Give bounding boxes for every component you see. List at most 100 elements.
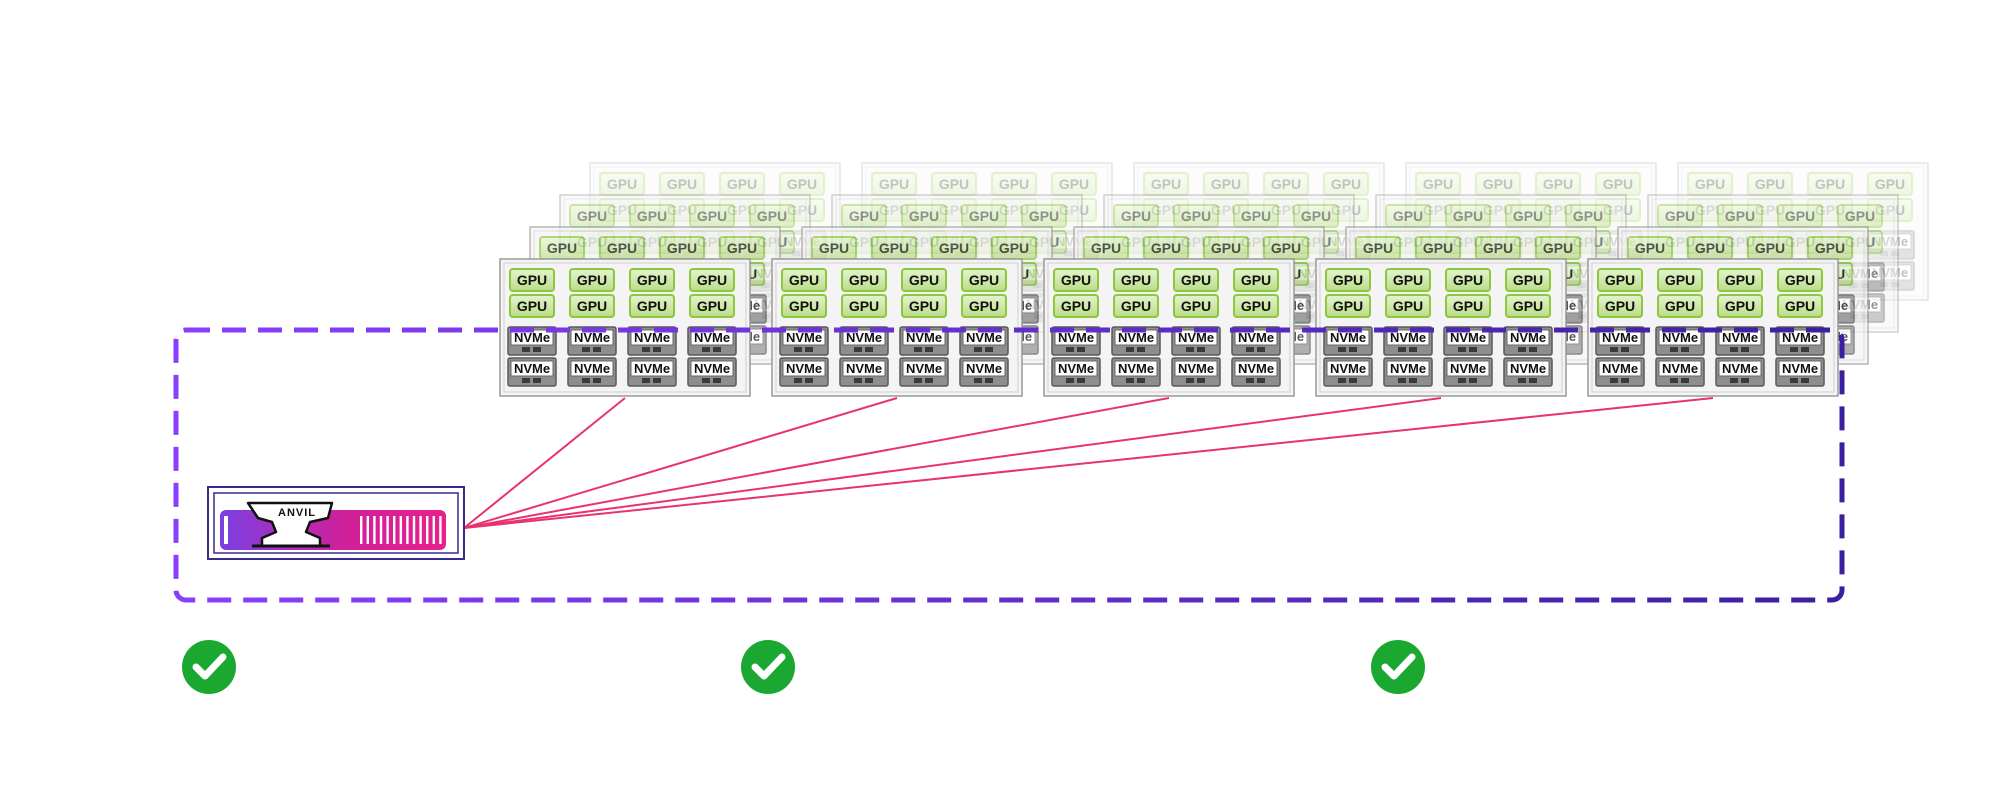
gpu-label: GPU <box>637 208 667 224</box>
gpu-card <box>599 172 645 196</box>
gpu-label: GPU <box>577 272 607 288</box>
gpu-label: GPU <box>1785 208 1815 224</box>
nvme-label: NVMe <box>1662 361 1698 376</box>
gpu-label: GPU <box>969 272 999 288</box>
gpu-label: GPU <box>909 298 939 314</box>
checkmark-row <box>182 640 1425 694</box>
nvme-label: NVMe <box>1722 330 1758 345</box>
vent-slot <box>366 516 369 544</box>
gpu-label: GPU <box>637 272 667 288</box>
nvme-label-plate <box>1174 360 1218 377</box>
vent-slot <box>432 516 435 544</box>
gpu-label: GPU <box>1725 208 1755 224</box>
vent-slot <box>373 516 376 544</box>
gpu-module: GPU <box>1385 268 1431 292</box>
nvme-connector <box>974 347 982 352</box>
gpu-card <box>1747 172 1793 196</box>
gpu-label: GPU <box>1695 176 1725 192</box>
gpu-module: GPU <box>1385 294 1431 318</box>
nvme-connector <box>1349 378 1357 383</box>
gpu-module: GPU <box>1415 236 1461 260</box>
nvme-label: NVMe <box>1178 330 1214 345</box>
nvme-label-plate <box>1114 360 1158 377</box>
nvme-connector <box>1186 378 1194 383</box>
nvme-connector <box>1469 378 1477 383</box>
nvme-label: NVMe <box>694 330 730 345</box>
nvme-drive: NVMe <box>1383 357 1433 387</box>
gpu-module: GPU <box>719 172 765 196</box>
gpu-card <box>1113 268 1159 292</box>
gpu-label: GPU <box>1181 208 1211 224</box>
gpu-label: GPU <box>789 298 819 314</box>
nvme-connector <box>1066 347 1074 352</box>
gpu-module: GPU <box>1837 204 1883 228</box>
gpu-label: GPU <box>1543 176 1573 192</box>
gpu-card <box>1053 294 1099 318</box>
gpu-label: GPU <box>1393 272 1423 288</box>
nvme-label-plate <box>1598 360 1642 377</box>
gpu-label: GPU <box>1333 272 1363 288</box>
gpu-label: GPU <box>999 240 1029 256</box>
gpu-module: GPU <box>1867 172 1913 196</box>
gpu-card <box>1475 172 1521 196</box>
vent-slot <box>406 516 409 544</box>
nvme-label: NVMe <box>694 361 730 376</box>
gpu-module: GPU <box>1263 172 1309 196</box>
gpu-label: GPU <box>1483 176 1513 192</box>
nvme-connector <box>805 378 813 383</box>
gpu-module: GPU <box>599 236 645 260</box>
nvme-connector <box>1891 251 1899 256</box>
gpu-label: GPU <box>1241 272 1271 288</box>
nvme-label-plate <box>510 360 554 377</box>
gpu-label: GPU <box>1665 298 1695 314</box>
gpu-module: GPU <box>1445 268 1491 292</box>
gpu-label: GPU <box>1393 298 1423 314</box>
gpu-server: GPUGPUGPUGPUGPUGPUGPUGPUNVMeNVMeNVMeNVMe… <box>1587 258 1839 397</box>
nvme-label: NVMe <box>1330 361 1366 376</box>
anvil-handle <box>224 516 228 544</box>
gpu-module: GPU <box>1445 204 1491 228</box>
gpu-label: GPU <box>1543 202 1573 218</box>
check-mark <box>1381 653 1416 680</box>
nvme-connector <box>642 378 650 383</box>
nvme-drive: NVMe <box>1051 357 1101 387</box>
nvme-connector <box>1891 282 1899 287</box>
nvme-label: NVMe <box>514 361 550 376</box>
nvme-label-plate <box>1506 360 1550 377</box>
gpu-module: GPU <box>841 268 887 292</box>
nvme-drive: NVMe <box>1231 357 1281 387</box>
gpu-card <box>1385 294 1431 318</box>
nvme-label: NVMe <box>786 361 822 376</box>
gpu-label: GPU <box>1815 240 1845 256</box>
nvme-label: NVMe <box>786 330 822 345</box>
gpu-label: GPU <box>1151 240 1181 256</box>
gpu-label: GPU <box>1363 240 1393 256</box>
gpu-server: GPUGPUGPUGPUGPUGPUGPUGPUNVMeNVMeNVMeNVMe… <box>1315 258 1567 397</box>
nvme-connector <box>1880 282 1888 287</box>
gpu-label: GPU <box>1181 298 1211 314</box>
gpu-label: GPU <box>667 176 697 192</box>
nvme-label-plate <box>1054 360 1098 377</box>
gpu-label: GPU <box>1695 240 1725 256</box>
nvme-drive: NVMe <box>1775 326 1825 356</box>
storage-boundary <box>173 327 1845 603</box>
nvme-drive: NVMe <box>959 326 1009 356</box>
nvme-drive: NVMe <box>627 357 677 387</box>
gpu-module: GPU <box>1505 268 1551 292</box>
gpu-label: GPU <box>577 208 607 224</box>
nvme-connector <box>1529 347 1537 352</box>
gpu-label: GPU <box>607 202 637 218</box>
gpu-label: GPU <box>517 298 547 314</box>
gpu-label: GPU <box>1453 208 1483 224</box>
gpu-module: GPU <box>1717 204 1763 228</box>
gpu-label: GPU <box>667 240 697 256</box>
gpu-card <box>1233 294 1279 318</box>
gpu-card <box>719 172 765 196</box>
nvme-connector <box>1064 251 1072 256</box>
nvme-connector <box>653 378 661 383</box>
nvme-label: NVMe <box>1238 361 1274 376</box>
nvme-connector <box>1790 347 1798 352</box>
gpu-module: GPU <box>689 268 735 292</box>
gpu-module: GPU <box>1807 172 1853 196</box>
nvme-connector <box>1670 347 1678 352</box>
